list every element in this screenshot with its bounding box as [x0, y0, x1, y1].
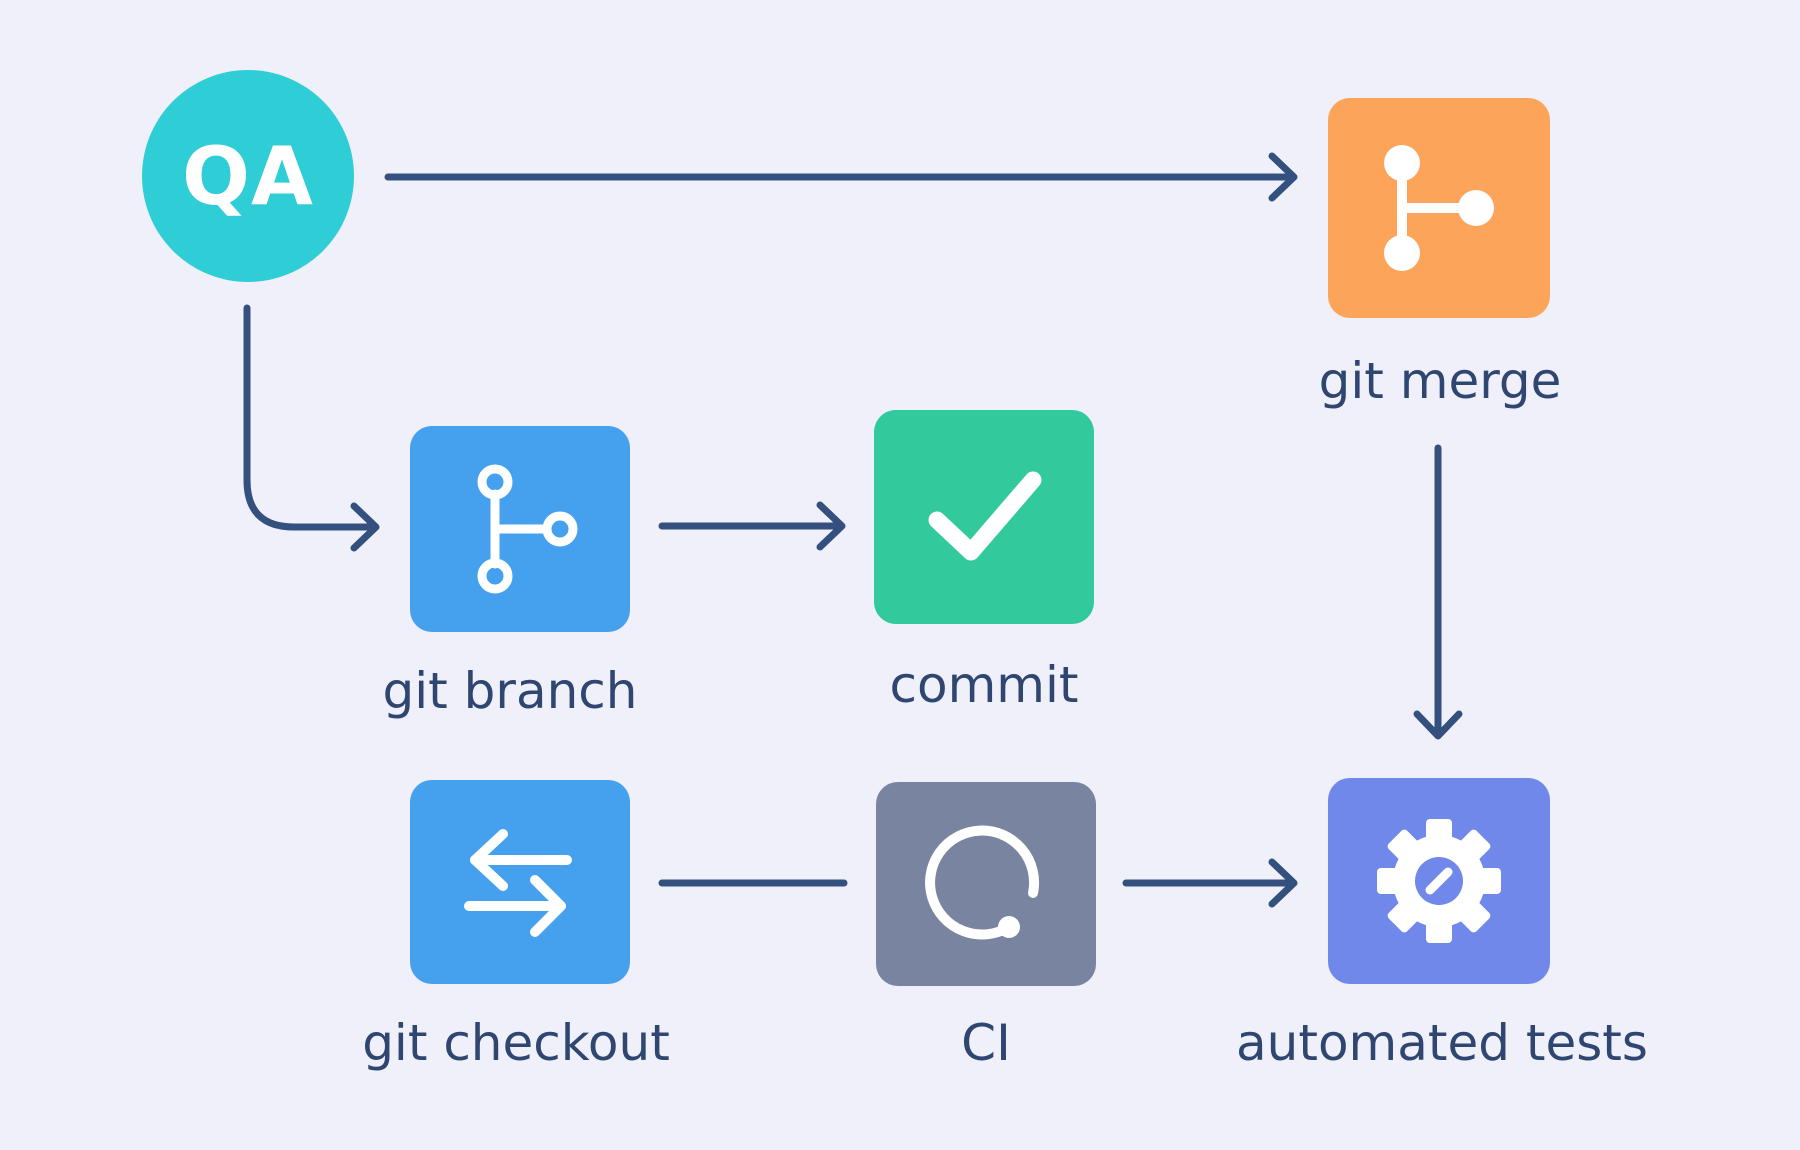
arrowhead-commit [816, 501, 846, 551]
git-merge-icon [1374, 133, 1504, 283]
arrowhead-automated-tests-top [1413, 710, 1463, 740]
ci-circle-icon [921, 819, 1051, 949]
git-merge-node[interactable] [1328, 98, 1550, 318]
git-merge-label: git merge [1318, 352, 1562, 410]
gear-icon [1369, 811, 1509, 951]
git-branch-label: git branch [382, 662, 638, 720]
automated-tests-node[interactable] [1328, 778, 1550, 984]
swap-arrows-icon [455, 822, 585, 942]
commit-node[interactable] [874, 410, 1094, 624]
checkmark-icon [919, 462, 1049, 572]
ci-node[interactable] [876, 782, 1096, 986]
git-checkout-node[interactable] [410, 780, 630, 984]
qa-text: QA [182, 129, 314, 223]
arrowhead-git-branch [350, 502, 380, 552]
commit-label: commit [889, 656, 1079, 714]
qa-node[interactable]: QA [142, 70, 354, 282]
ci-label: CI [961, 1014, 1011, 1072]
arrowhead-automated-tests-left [1268, 858, 1298, 908]
git-checkout-label: git checkout [362, 1014, 670, 1072]
arrowhead-git-merge [1268, 152, 1298, 202]
git-branch-node[interactable] [410, 426, 630, 632]
git-branch-icon [455, 454, 585, 604]
automated-tests-label: automated tests [1236, 1014, 1648, 1072]
edge-qa-to-git-branch [243, 304, 376, 531]
